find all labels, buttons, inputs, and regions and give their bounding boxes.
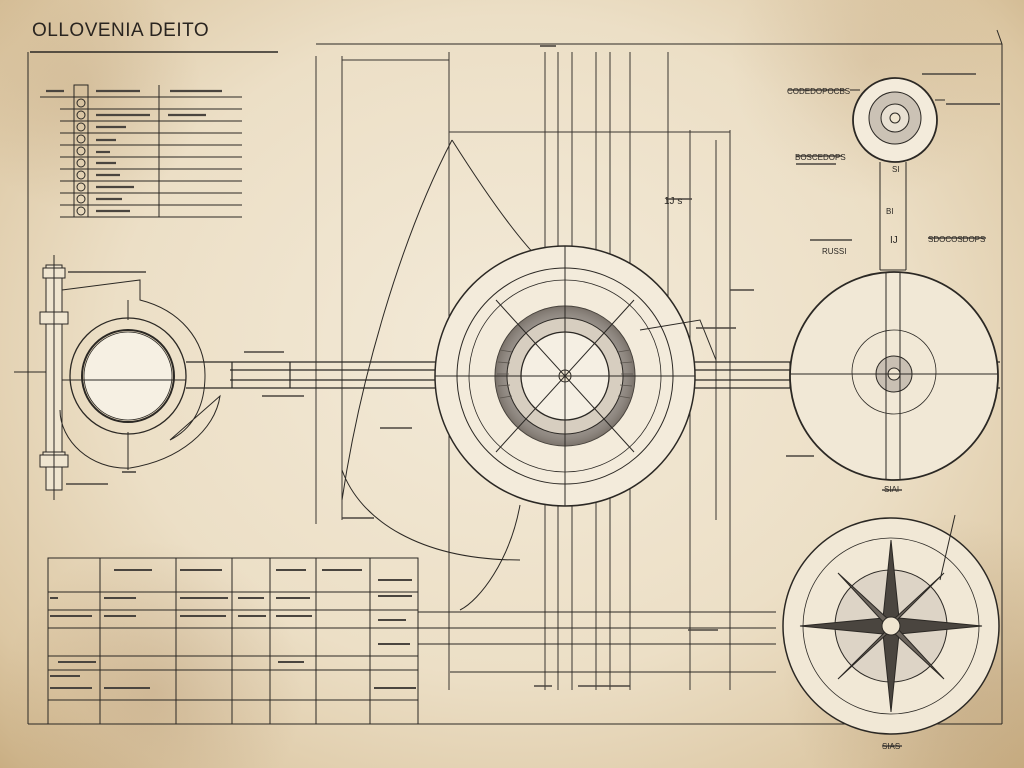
compass-rose-icon: [782, 514, 1000, 735]
left-hub: [14, 255, 221, 500]
label-sias: SIAS: [882, 742, 900, 751]
label-russi: RUSSI: [822, 247, 846, 256]
drawing-title: OLLOVENIA DEITO: [32, 20, 210, 41]
label-bi: BI: [886, 207, 894, 216]
bottom-table: [47, 557, 776, 725]
top-right-disc: [850, 77, 945, 271]
label-boscedops: BOSCEDOPS: [795, 153, 846, 162]
legend-table: [40, 84, 242, 218]
label-si: SI: [892, 165, 900, 174]
table-text-marks: [50, 569, 416, 689]
label-ij: IJ: [890, 235, 898, 246]
right-wheel: [789, 271, 999, 481]
label-sdocosdops: SDOCOSDOPS: [928, 235, 985, 244]
label-codedopocbs: CODEDOPOCBS: [787, 87, 850, 96]
label-siai: SIAI: [884, 485, 899, 494]
central-wheel: [434, 245, 717, 507]
legend-text-marks: [46, 89, 222, 213]
label-1js: 1J s: [664, 196, 682, 207]
dimension-callouts: [66, 45, 1000, 747]
hub-hatching: [497, 349, 633, 399]
